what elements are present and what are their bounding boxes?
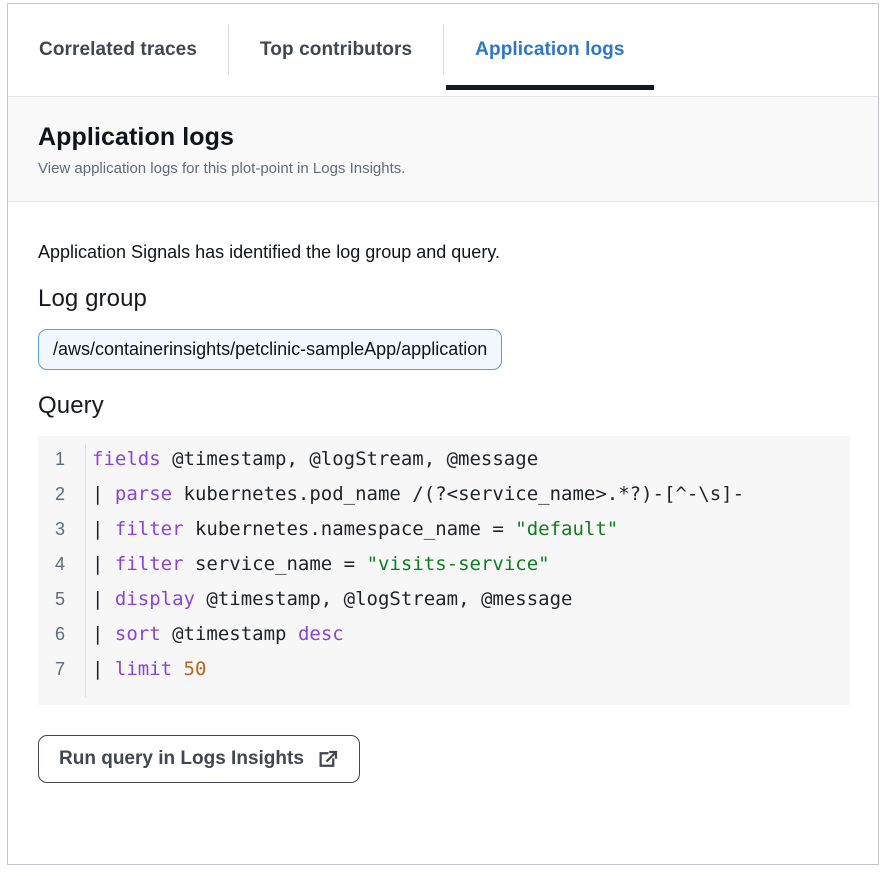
line-number: 2: [54, 484, 65, 504]
code-token-str: "visits-service": [366, 553, 550, 575]
code-line: 6 | sort @timestamp desc: [38, 623, 850, 658]
panel-body: Application Signals has identified the l…: [8, 202, 878, 705]
code-token-kw: sort: [114, 623, 161, 645]
code-token-kw: fields: [92, 448, 161, 470]
code-token-plain: |: [92, 588, 115, 610]
code-text: | parse kubernetes.pod_name /(?<service_…: [75, 483, 744, 505]
line-number: 3: [54, 519, 65, 539]
code-token-kw: filter: [114, 553, 184, 575]
code-text: | filter kubernetes.namespace_name = "de…: [75, 518, 618, 540]
line-number: 6: [54, 624, 65, 644]
code-line: 5 | display @timestamp, @logStream, @mess…: [38, 588, 850, 623]
code-token-plain: |: [92, 658, 115, 680]
query-code-lines: 1 fields @timestamp, @logStream, @message…: [38, 448, 850, 693]
tab-divider: [228, 25, 229, 75]
code-token-plain: |: [92, 518, 115, 540]
tab-label: Application logs: [475, 39, 625, 60]
tab-correlated-traces[interactable]: Correlated traces: [8, 4, 228, 96]
code-token-plain: |: [92, 483, 115, 505]
log-group-token[interactable]: /aws/containerinsights/petclinic-sampleA…: [38, 329, 503, 370]
line-number: 7: [54, 659, 65, 679]
tab-divider: [443, 25, 445, 75]
run-query-label: Run query in Logs Insights: [59, 748, 304, 769]
page-title: Application logs: [38, 123, 235, 151]
code-token-plain: |: [92, 623, 115, 645]
code-token-str: "default": [515, 518, 619, 540]
code-token-plain: @timestamp: [160, 623, 298, 645]
tab-top-contributors[interactable]: Top contributors: [229, 4, 443, 96]
line-number: 5: [54, 589, 65, 609]
code-token-kw: limit: [114, 658, 173, 680]
code-text: | display @timestamp, @logStream, @messa…: [75, 588, 572, 610]
code-token-kw: filter: [114, 518, 184, 540]
code-text: | sort @timestamp desc: [75, 623, 344, 645]
line-number: 1: [54, 449, 65, 469]
tab-application-logs[interactable]: Application logs: [444, 4, 655, 96]
tab-bar: Correlated traces Top contributors Applica…: [8, 4, 878, 97]
code-token-plain: service_name =: [183, 553, 367, 575]
code-line: 3 | filter kubernetes.namespace_name = "d…: [38, 518, 850, 553]
code-text: fields @timestamp, @logStream, @message: [75, 448, 538, 470]
tab-label: Top contributors: [260, 39, 413, 60]
code-token-plain: |: [92, 553, 115, 575]
code-token-kw: desc: [297, 623, 344, 645]
tab-list: Correlated traces Top contributors Applica…: [8, 4, 878, 96]
code-line: 4 | filter service_name = "visits-service…: [38, 553, 850, 588]
query-code-block[interactable]: 1 fields @timestamp, @logStream, @message…: [38, 436, 850, 705]
code-token-plain: kubernetes.pod_name /(?<service_name>.*?…: [172, 483, 745, 505]
code-token-plain: @timestamp, @logStream, @message: [160, 448, 539, 470]
panel-header: Application logs View application logs f…: [8, 97, 878, 202]
line-number: 4: [54, 554, 65, 574]
code-token-kw: display: [114, 588, 195, 610]
run-query-button[interactable]: Run query in Logs Insights: [38, 735, 360, 783]
code-token-plain: @timestamp, @logStream, @message: [194, 588, 573, 610]
panel-footer: Run query in Logs Insights: [8, 705, 878, 783]
page-subtitle: View application logs for this plot-poin…: [38, 160, 406, 177]
code-token-kw: parse: [114, 483, 173, 505]
code-line: 7 | limit 50: [38, 658, 850, 693]
code-line: 2 | parse kubernetes.pod_name /(?<service…: [38, 483, 850, 518]
query-heading: Query: [38, 392, 104, 419]
code-token-plain: kubernetes.namespace_name =: [183, 518, 516, 540]
code-token-num: 50: [183, 658, 207, 680]
log-group-heading: Log group: [38, 285, 147, 312]
code-token-plain: [172, 658, 183, 680]
code-text: | filter service_name = "visits-service": [75, 553, 550, 575]
external-link-icon: [318, 749, 339, 770]
code-text: | limit 50: [75, 658, 206, 680]
code-line: 1 fields @timestamp, @logStream, @message: [38, 448, 850, 483]
tab-label: Correlated traces: [39, 39, 197, 60]
intro-text: Application Signals has identified the l…: [38, 242, 500, 262]
gutter-divider: [85, 444, 86, 697]
